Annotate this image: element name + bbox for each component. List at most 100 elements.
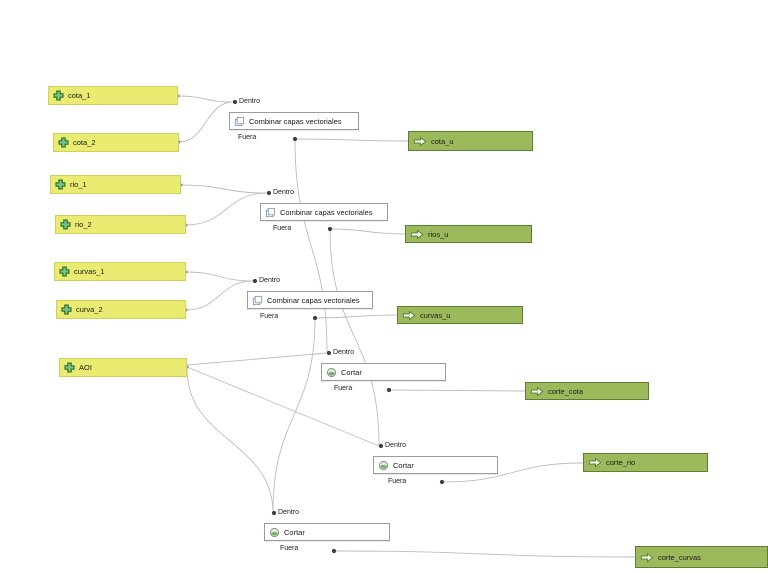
input-node-rio_2[interactable]: rio_2 bbox=[55, 215, 186, 234]
node-label: rios_u bbox=[428, 229, 449, 239]
edge-connector bbox=[329, 228, 406, 235]
node-label: Combinar capas vectoriales bbox=[280, 207, 373, 217]
output-node-cota_u[interactable]: cota_u bbox=[408, 131, 533, 151]
edge-connector bbox=[388, 389, 526, 392]
input-node-cota_2[interactable]: cota_2 bbox=[53, 133, 179, 152]
in-socket-label: Dentro bbox=[278, 509, 300, 516]
in-socket-label: Dentro bbox=[239, 98, 261, 105]
output-node-corte_rio[interactable]: corte_rio bbox=[583, 453, 708, 472]
model-input-plus-icon bbox=[58, 137, 69, 148]
edge-connector bbox=[180, 184, 268, 194]
out-socket-label: Fuera bbox=[238, 134, 257, 141]
in-socket-label: Dentro bbox=[333, 349, 355, 356]
edge-connector bbox=[185, 280, 254, 311]
socket-dot bbox=[292, 136, 298, 142]
clip-icon bbox=[378, 460, 389, 471]
edge-connector bbox=[294, 138, 409, 142]
node-label: Cortar bbox=[393, 460, 414, 470]
output-node-corte_cota[interactable]: corte_cota bbox=[525, 382, 649, 400]
node-label: curva_2 bbox=[76, 305, 103, 314]
model-output-arrow-icon bbox=[402, 310, 416, 321]
model-output-arrow-icon bbox=[588, 457, 602, 468]
socket-dot bbox=[271, 510, 277, 516]
socket-dot bbox=[266, 190, 272, 196]
node-label: rio_2 bbox=[75, 220, 92, 229]
edge-connector bbox=[329, 228, 380, 446]
node-label: Combinar capas vectoriales bbox=[267, 295, 360, 305]
node-label: rio_1 bbox=[70, 180, 87, 189]
algorithm-node-cortar-2[interactable]: Cortar bbox=[373, 456, 498, 474]
output-node-curvas_u[interactable]: curvas_u bbox=[397, 306, 523, 324]
model-output-arrow-icon bbox=[640, 552, 654, 563]
node-label: curvas_u bbox=[420, 310, 451, 320]
socket-dot bbox=[327, 226, 333, 232]
socket-dot bbox=[232, 99, 238, 105]
edge-connector bbox=[186, 366, 380, 447]
node-label: cota_u bbox=[431, 136, 454, 146]
socket-dot bbox=[252, 278, 258, 284]
model-input-plus-icon bbox=[53, 90, 64, 101]
edge-connector bbox=[294, 138, 328, 353]
socket-dot bbox=[326, 350, 332, 356]
model-input-plus-icon bbox=[55, 179, 66, 190]
algorithm-node-combinar-1[interactable]: Combinar capas vectoriales bbox=[229, 112, 359, 130]
edge-connector bbox=[186, 368, 274, 514]
socket-dot bbox=[331, 548, 337, 554]
node-label: corte_curvas bbox=[658, 552, 701, 562]
edge-connector bbox=[333, 550, 636, 558]
edge-connector bbox=[178, 101, 234, 143]
socket-dot bbox=[386, 387, 392, 393]
model-input-plus-icon bbox=[64, 362, 75, 373]
edge-connector bbox=[185, 271, 254, 282]
out-socket-label: Fuera bbox=[260, 313, 279, 320]
socket-dot bbox=[439, 479, 445, 485]
edge-connector bbox=[177, 95, 234, 103]
merge-layers-icon bbox=[265, 207, 276, 218]
in-socket-label: Dentro bbox=[259, 277, 281, 284]
node-label: Combinar capas vectoriales bbox=[249, 116, 342, 126]
out-socket-label: Fuera bbox=[334, 385, 353, 392]
node-label: Cortar bbox=[341, 367, 362, 377]
input-node-curva_2[interactable]: curva_2 bbox=[56, 300, 186, 319]
node-label: corte_rio bbox=[606, 458, 636, 467]
edge-connector bbox=[185, 192, 268, 226]
edge-connector bbox=[272, 317, 316, 513]
node-label: curvas_1 bbox=[74, 267, 105, 276]
socket-dot bbox=[312, 315, 318, 321]
output-node-rios_u[interactable]: rios_u bbox=[405, 225, 532, 243]
model-output-arrow-icon bbox=[413, 136, 427, 147]
clip-icon bbox=[269, 527, 280, 538]
node-label: AOI bbox=[79, 363, 92, 372]
algorithm-node-combinar-2[interactable]: Combinar capas vectoriales bbox=[260, 203, 388, 221]
model-output-arrow-icon bbox=[410, 229, 424, 240]
node-label: Cortar bbox=[284, 527, 305, 537]
output-node-corte_curvas[interactable]: corte_curvas bbox=[635, 546, 768, 568]
algorithm-node-combinar-3[interactable]: Combinar capas vectoriales bbox=[247, 291, 373, 309]
model-input-plus-icon bbox=[60, 219, 71, 230]
in-socket-label: Dentro bbox=[385, 442, 407, 449]
merge-layers-icon bbox=[234, 116, 245, 127]
out-socket-label: Fuera bbox=[280, 545, 299, 552]
out-socket-label: Fuera bbox=[388, 478, 407, 485]
algorithm-node-cortar-1[interactable]: Cortar bbox=[321, 363, 446, 381]
node-label: cota_1 bbox=[68, 91, 91, 100]
model-output-arrow-icon bbox=[530, 386, 544, 397]
out-socket-label: Fuera bbox=[273, 225, 292, 232]
in-socket-label: Dentro bbox=[273, 189, 295, 196]
socket-dot bbox=[378, 443, 384, 449]
node-label: corte_cota bbox=[548, 386, 584, 396]
input-node-AOI[interactable]: AOI bbox=[59, 358, 187, 377]
model-input-plus-icon bbox=[61, 304, 72, 315]
input-node-rio_1[interactable]: rio_1 bbox=[50, 175, 181, 194]
node-label: cota_2 bbox=[73, 138, 96, 147]
clip-icon bbox=[326, 367, 337, 378]
algorithm-node-cortar-3[interactable]: Cortar bbox=[264, 523, 390, 541]
merge-layers-icon bbox=[252, 295, 263, 306]
model-input-plus-icon bbox=[59, 266, 70, 277]
edge-connector bbox=[441, 462, 584, 483]
input-node-cota_1[interactable]: cota_1 bbox=[48, 86, 178, 105]
input-node-curvas_1[interactable]: curvas_1 bbox=[54, 262, 186, 281]
edge-connector bbox=[186, 352, 328, 366]
